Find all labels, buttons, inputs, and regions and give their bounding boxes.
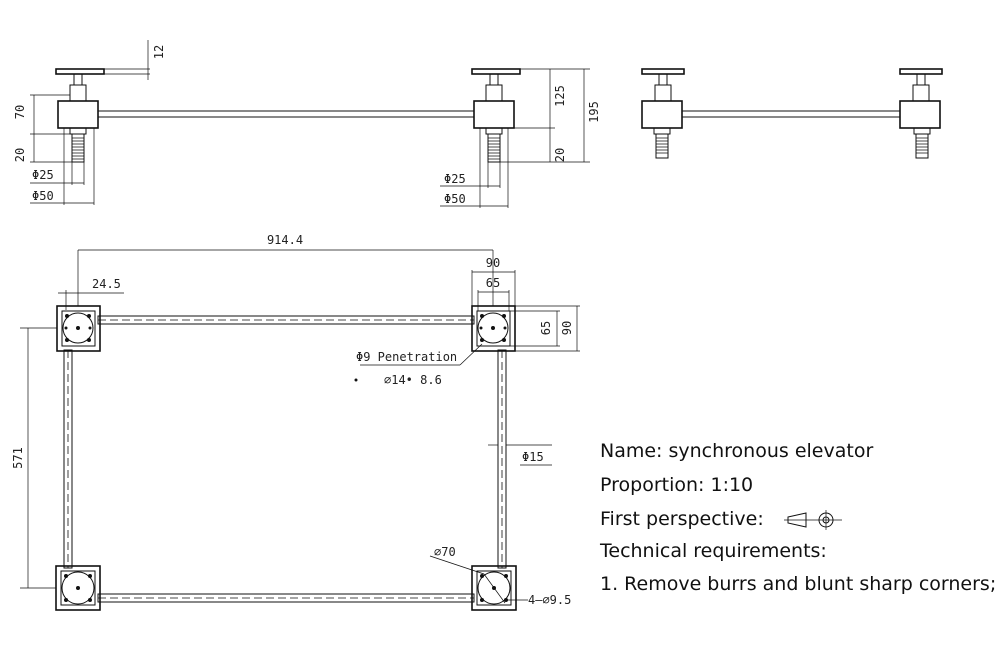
- hole-spec-label: ⌀14• 8.6: [384, 373, 442, 387]
- dim-20-left-label: 20: [13, 148, 27, 162]
- dimension-holes: 4–⌀9.5: [506, 593, 571, 607]
- dimension-20-left: 20: [13, 134, 72, 163]
- dim-65-side-label: 65: [539, 321, 553, 335]
- dim-90-side-label: 90: [560, 321, 574, 335]
- frame-tubes: [63, 315, 507, 603]
- dimension-12: 12: [104, 40, 166, 80]
- phi70-label: ⌀70: [434, 545, 456, 559]
- dim-65-top-label: 65: [486, 276, 500, 290]
- dim-914-label: 914.4: [267, 233, 303, 247]
- dim-12-label: 12: [152, 45, 166, 59]
- perspective-line: First perspective:: [600, 508, 764, 530]
- dimension-65-90-side: 65 90: [510, 305, 580, 352]
- requirements-heading: Technical requirements:: [600, 540, 827, 562]
- holes-label: 4–⌀9.5: [528, 593, 571, 607]
- side-jack-right: [899, 68, 943, 159]
- dimension-914-4: 914.4: [77, 233, 494, 306]
- dimension-phi15: Φ15: [488, 444, 552, 466]
- proportion-line: Proportion: 1:10: [600, 474, 754, 496]
- dim-90-top-label: 90: [486, 256, 500, 270]
- dimension-24-5: 24.5: [58, 277, 124, 310]
- phi25-left-label: Φ25: [32, 168, 54, 182]
- dim-195-label: 195: [587, 101, 601, 123]
- dimension-125-195: 125 195 20: [500, 68, 601, 163]
- corner-plate-bottom-right: [471, 565, 517, 611]
- dim-20-right-label: 20: [553, 148, 567, 162]
- phi50-right-label: Φ50: [444, 192, 466, 206]
- corner-plate-top-left: [56, 305, 101, 352]
- dimension-90-65-top: 90 65: [471, 256, 516, 311]
- side-elevation-view: [641, 68, 943, 159]
- dim-125-label: 125: [553, 85, 567, 107]
- drive-shaft-front: [98, 110, 474, 118]
- requirement-1: 1. Remove burrs and blunt sharp corners;: [600, 573, 997, 595]
- dimension-70: 70: [13, 94, 70, 135]
- phi15-label: Φ15: [522, 450, 544, 464]
- plan-view: 914.4 24.5 90 65 65 90: [11, 233, 580, 611]
- diameter-callouts-right: Φ25 Φ50: [440, 128, 509, 208]
- right-jack-front: [471, 68, 521, 163]
- phi25-right-label: Φ25: [444, 172, 466, 186]
- side-jack-left: [641, 68, 685, 159]
- penetration-label: Φ9 Penetration: [356, 350, 457, 364]
- dim-24-5-label: 24.5: [92, 277, 121, 291]
- dim-571-label: 571: [11, 447, 25, 469]
- dimension-phi70: ⌀70: [429, 545, 506, 604]
- diameter-callouts-left: Φ25 Φ50: [30, 128, 95, 205]
- corner-plate-top-right: [471, 305, 516, 352]
- name-line: Name: synchronous elevator: [600, 440, 874, 462]
- first-angle-projection-icon: [784, 510, 842, 530]
- penetration-callout: Φ9 Penetration ⌀14• 8.6: [354, 343, 483, 387]
- front-elevation-view: 12 70 20 Φ25 Φ50: [13, 40, 601, 208]
- left-jack-front: [55, 68, 105, 163]
- phi50-left-label: Φ50: [32, 189, 54, 203]
- dimension-571: 571: [11, 327, 57, 589]
- dim-70-label: 70: [13, 105, 27, 119]
- corner-plate-bottom-left: [55, 565, 101, 611]
